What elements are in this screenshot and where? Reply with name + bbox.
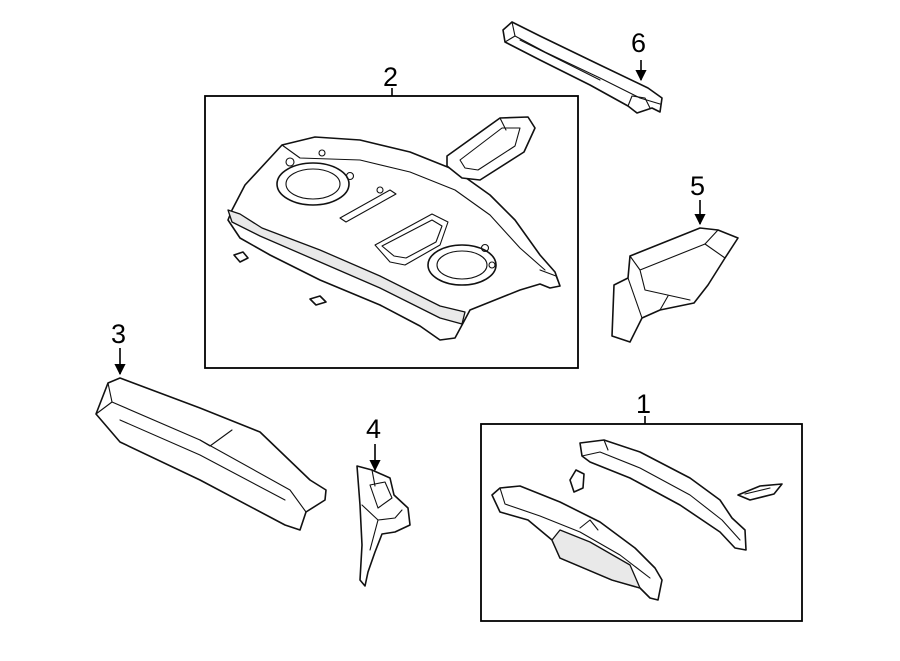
part-5-bracket [611,227,739,343]
part-3-shelf-panel [95,377,327,531]
callout-2: 2 [383,62,398,92]
part-1-tab-detail [744,487,771,495]
part-1-box [480,423,803,622]
part-6-rail [502,21,663,114]
part-2-box [204,95,579,369]
part-1-clip [569,469,585,493]
part-2-bracket [446,116,536,181]
callout-1: 1 [636,389,651,419]
callout-6: 6 [631,28,646,58]
callout-4: 4 [366,414,381,444]
callout-5: 5 [690,171,705,201]
part-1-lower-rail [491,485,663,601]
part-2-clip-b [309,295,327,306]
part-2-package-tray [227,136,561,341]
callout-3: 3 [111,319,126,349]
part-1-tab [737,483,783,501]
part-4-bracket [356,465,411,587]
part-1-upper-rail [579,439,747,551]
part-2-clip-a [233,251,249,263]
